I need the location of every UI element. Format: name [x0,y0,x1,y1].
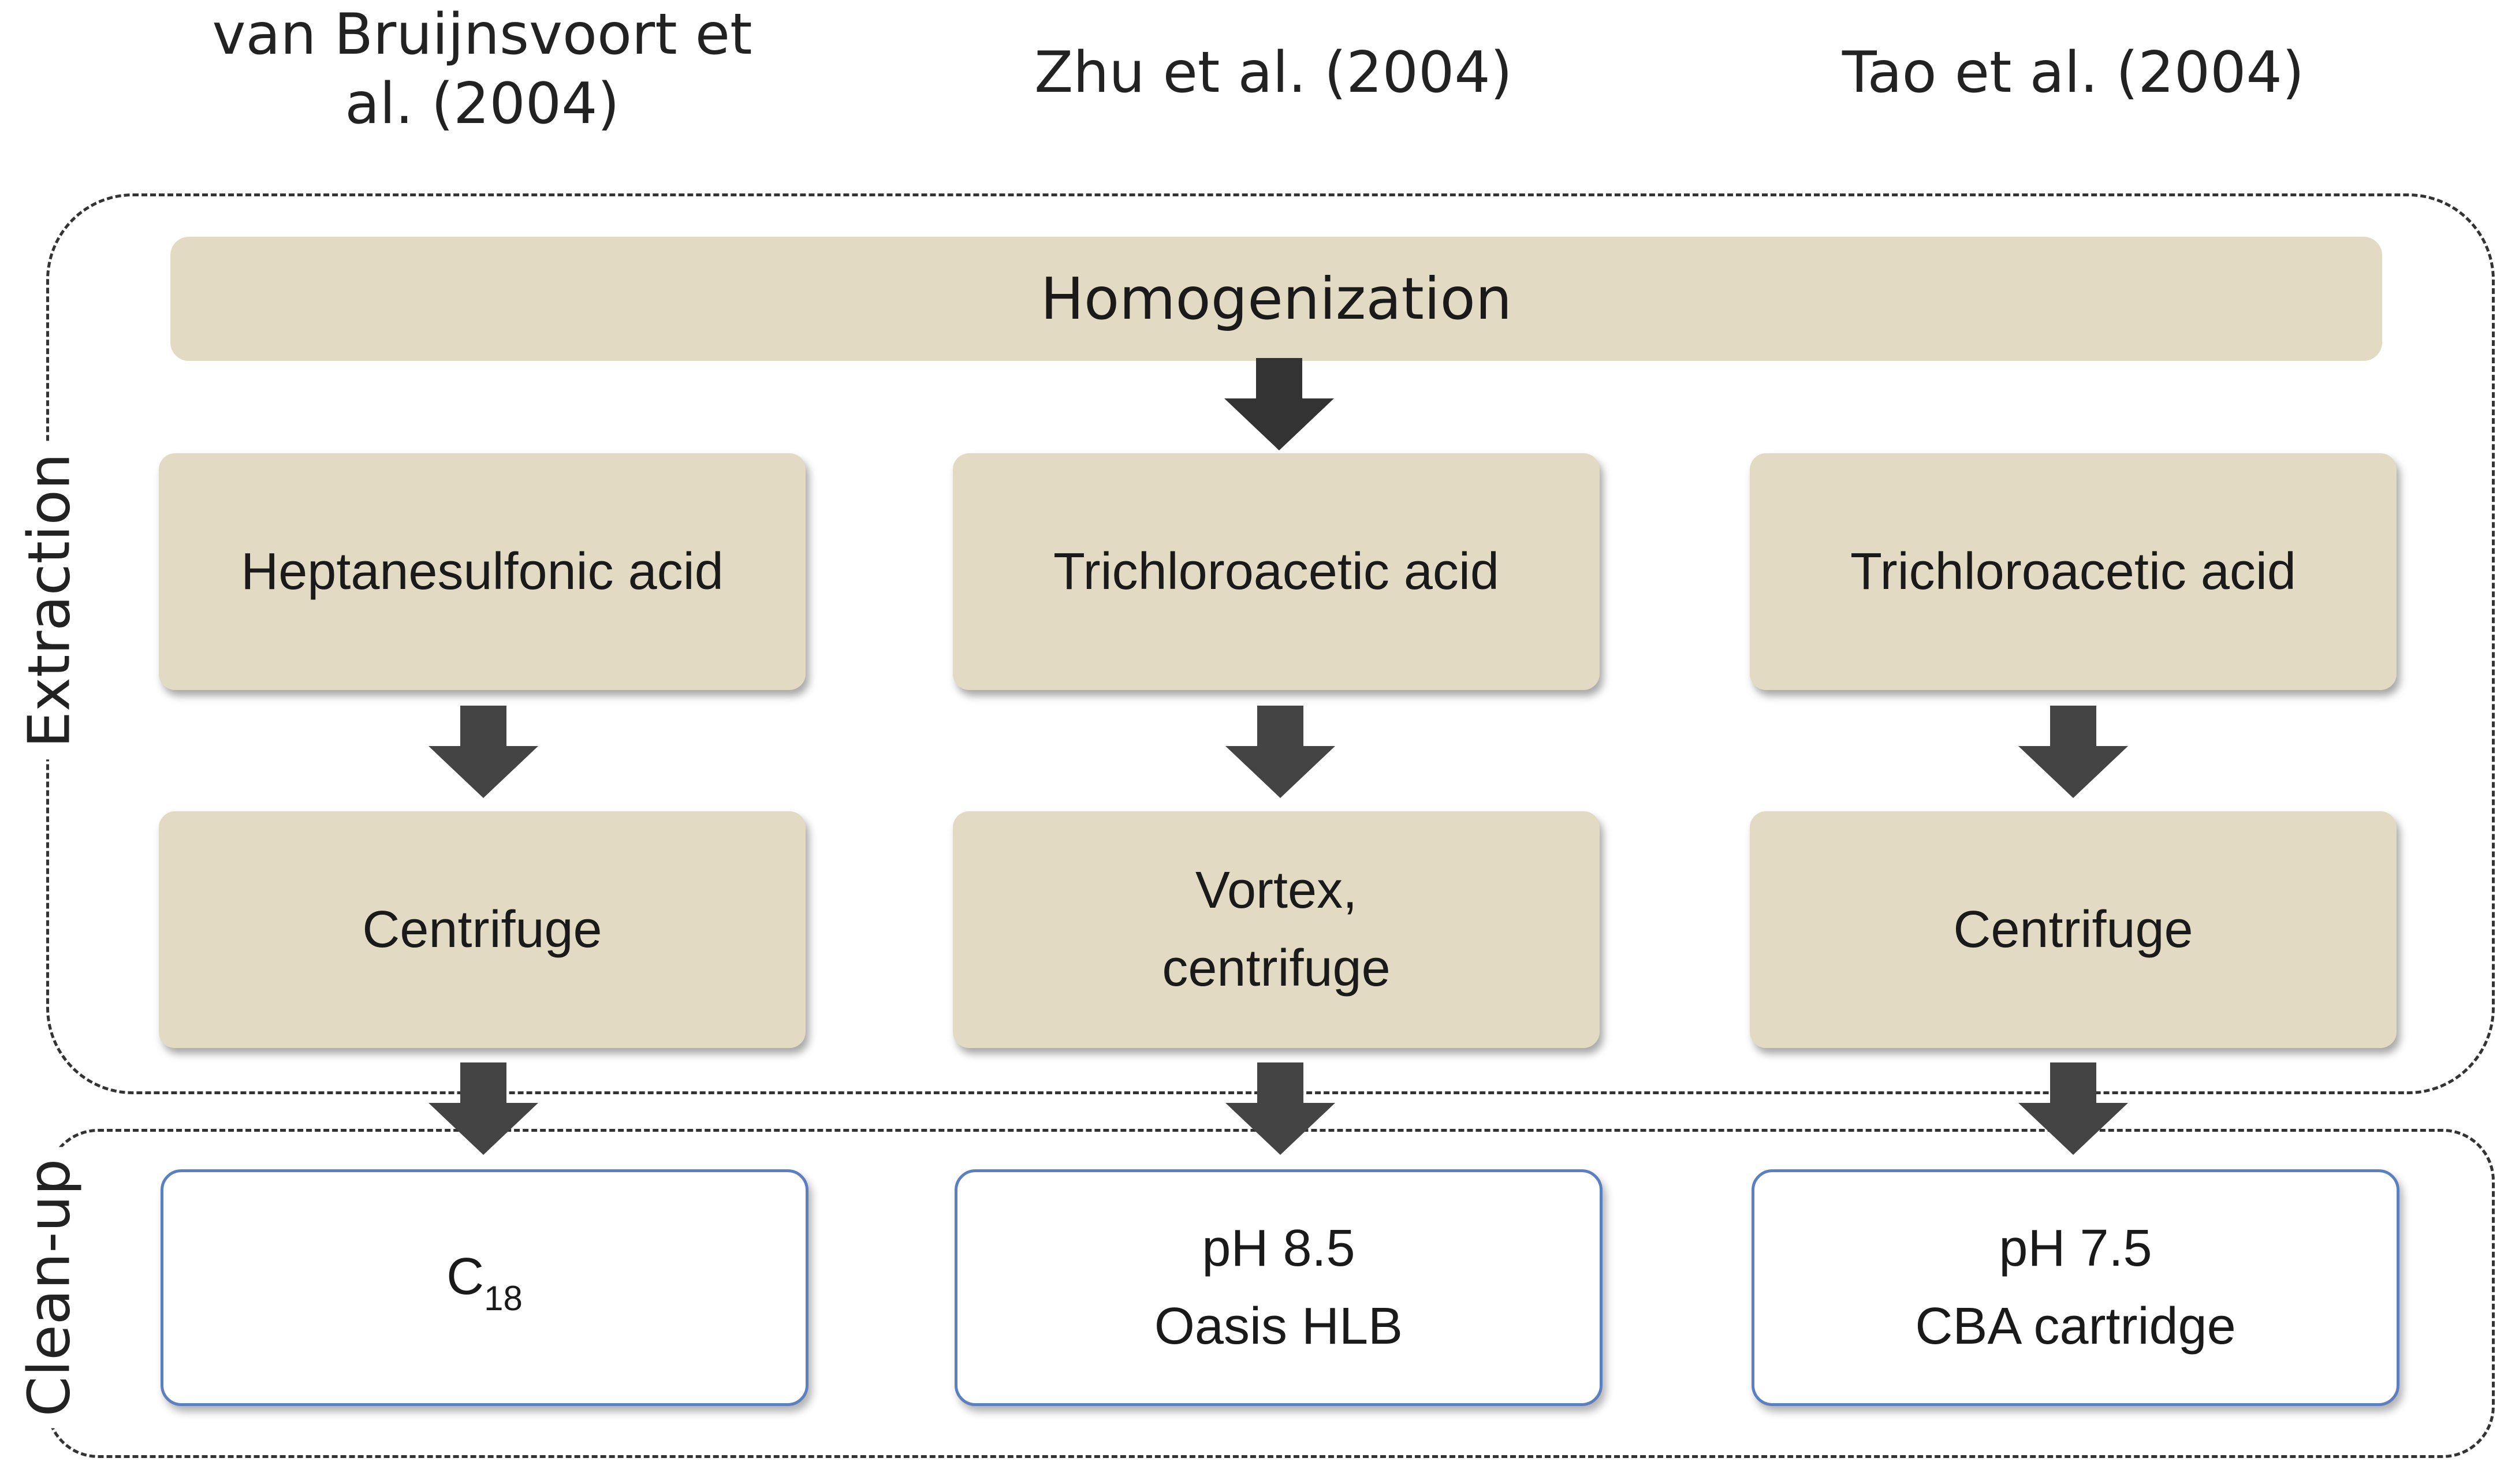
arrow-col2-extract-to-separate [1225,706,1335,798]
col1-separation-step: Centrifuge [159,811,806,1048]
col1-cleanup-step: C18 [161,1169,808,1406]
column-heading-line2: al. (2004) [345,71,620,137]
arrow-col2-separate-to-cleanup [1225,1062,1335,1155]
step-label: Centrifuge [1953,900,2193,959]
col2-separation-step: Vortex, centrifuge [953,811,1600,1048]
cleanup-label-line2: Oasis HLB [1154,1297,1403,1355]
step-label: Trichloroacetic acid [1053,542,1499,601]
arrow-col1-extract-to-separate [428,706,538,798]
cleanup-main: C [446,1248,485,1306]
arrow-homogenization-to-extraction [1221,358,1337,450]
column-heading-line1: van Bruijnsvoort et [212,2,752,68]
column-heading-van-bruijnsvoort: van Bruijnsvoort et al. (2004) [165,0,800,139]
cleanup-subscript: 18 [484,1279,523,1318]
arrow-col3-separate-to-cleanup [2018,1062,2128,1155]
cleanup-label-line1: pH 7.5 [1999,1220,2152,1277]
arrow-head-shape [1224,358,1334,450]
cleanup-label: C18 [446,1238,523,1337]
col1-extraction-step: Heptanesulfonic acid [159,453,806,690]
column-heading-zhu: Zhu et al. (2004) [956,38,1591,107]
col2-cleanup-step: pH 8.5 Oasis HLB [955,1169,1603,1406]
homogenization-step: Homogenization [170,237,2382,361]
column-heading-tao: Tao et al. (2004) [1756,38,2391,107]
step-label: Centrifuge [362,900,602,959]
arrow-col1-separate-to-cleanup [428,1062,538,1155]
column-heading-text: Tao et al. (2004) [1842,40,2305,106]
homogenization-label: Homogenization [1040,265,1512,333]
step-label-line2: centrifuge [1162,939,1391,997]
column-heading-text: Zhu et al. (2004) [1034,40,1512,106]
step-label: Trichloroacetic acid [1850,542,2296,601]
col3-separation-step: Centrifuge [1750,811,2397,1048]
extraction-group-label: Extraction [15,441,83,760]
step-label: Heptanesulfonic acid [241,542,724,601]
col3-cleanup-step: pH 7.5 CBA cartridge [1752,1169,2399,1406]
col3-extraction-step: Trichloroacetic acid [1750,453,2397,690]
col2-extraction-step: Trichloroacetic acid [953,453,1600,690]
arrow-col3-extract-to-separate [2018,706,2128,798]
cleanup-label-line1: pH 8.5 [1202,1220,1355,1277]
cleanup-group-label: Clean-up [15,1147,83,1429]
cleanup-label-line2: CBA cartridge [1915,1297,2236,1355]
step-label-line1: Vortex, [1195,862,1358,919]
